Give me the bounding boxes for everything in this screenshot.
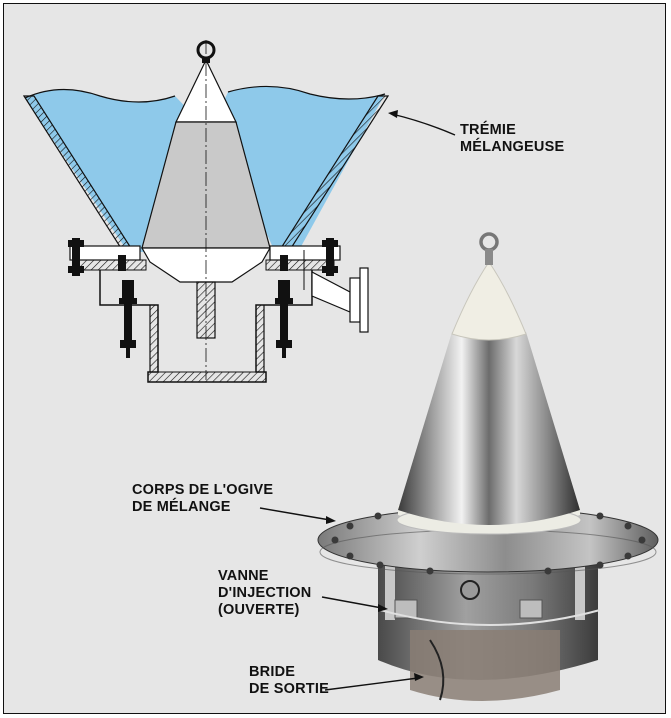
- label-hopper-line-1: TRÉMIE: [460, 122, 516, 138]
- label-outlet-flange-line-2: DE SORTIE: [249, 681, 329, 697]
- label-nose-body-line-2: DE MÉLANGE: [132, 499, 231, 515]
- label-outlet-flange: BRIDE DE SORTIE: [249, 664, 329, 698]
- label-injection-valve-line-2: D'INJECTION: [218, 585, 312, 601]
- nose-cone-photo: [317, 232, 659, 701]
- label-injection-valve-line-1: VANNE: [218, 568, 269, 584]
- label-hopper-line-2: MÉLANGEUSE: [460, 139, 565, 155]
- cross-section-drawing: [22, 40, 390, 383]
- label-injection-valve: VANNE D'INJECTION (OUVERTE): [218, 568, 311, 619]
- label-injection-valve-line-3: (OUVERTE): [218, 602, 300, 618]
- label-hopper: TRÉMIE MÉLANGEUSE: [460, 122, 564, 156]
- label-nose-body: CORPS DE L'OGIVE DE MÉLANGE: [132, 482, 273, 516]
- label-outlet-flange-line-1: BRIDE: [249, 664, 296, 680]
- label-nose-body-line-1: CORPS DE L'OGIVE: [132, 482, 274, 498]
- leader-lines: [259, 110, 456, 691]
